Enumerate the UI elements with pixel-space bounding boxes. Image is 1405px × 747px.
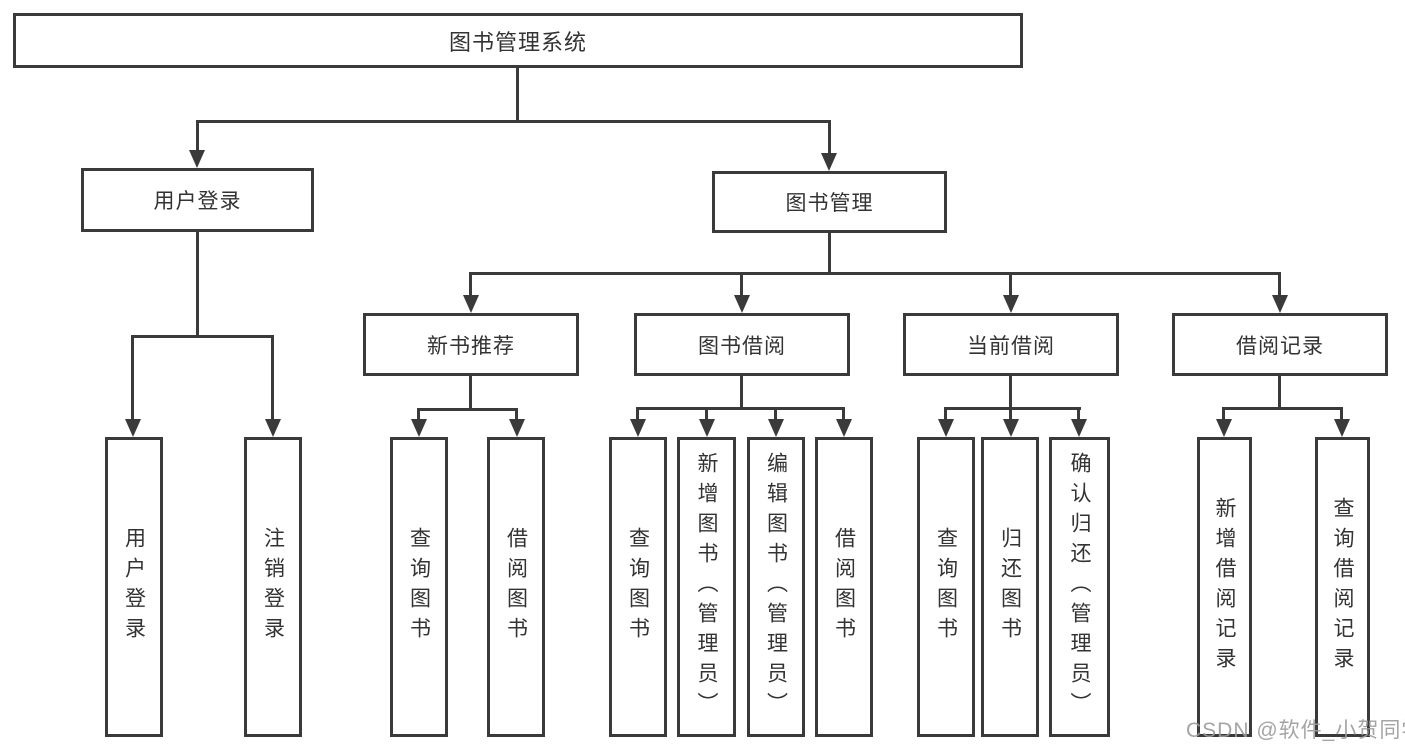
leaf-cb-return-books: 归还图书 — [981, 437, 1039, 737]
connector-vline — [740, 376, 743, 407]
node-label: 新增图书（管理员） — [695, 452, 718, 722]
node-current-borrow: 当前借阅 — [903, 313, 1119, 376]
node-label: 图书管理系统 — [448, 29, 587, 55]
node-label: 查询图书 — [407, 527, 431, 647]
arrow-down-icon — [411, 419, 427, 437]
leaf-nb-borrow-books: 借阅图书 — [487, 437, 545, 737]
leaf-br-add-borrow-record: 新增借阅记录 — [1197, 437, 1252, 737]
node-label: 新书推荐 — [427, 334, 515, 358]
leaf-bb-query-books: 查询图书 — [609, 437, 667, 737]
connector-hline — [636, 407, 845, 410]
leaf-cb-confirm-return-admin: 确认归还（管理员） — [1049, 437, 1110, 737]
connector-vline — [944, 407, 947, 421]
arrow-down-icon — [1071, 419, 1087, 437]
connector-vline — [740, 272, 743, 297]
connector-hline — [469, 272, 1281, 275]
node-label: 查询图书 — [934, 527, 958, 647]
connector-vline — [1077, 407, 1080, 421]
connector-vline — [636, 407, 639, 421]
arrow-down-icon — [1003, 295, 1019, 313]
connector-vline — [516, 68, 519, 120]
arrow-down-icon — [189, 150, 205, 168]
connector-vline — [131, 335, 134, 421]
connector-vline — [1222, 407, 1225, 421]
node-label: 编辑图书（管理员） — [764, 452, 788, 722]
arrow-down-icon — [509, 419, 525, 437]
node-book-management: 图书管理 — [712, 171, 947, 233]
connector-vline — [1009, 407, 1012, 421]
arrow-down-icon — [836, 419, 852, 437]
arrow-down-icon — [768, 419, 784, 437]
node-label: 借阅图书 — [832, 527, 856, 647]
leaf-cb-query-books: 查询图书 — [917, 437, 975, 737]
connector-vline — [1009, 272, 1012, 297]
connector-vline — [469, 272, 472, 297]
node-label: 借阅图书 — [504, 527, 528, 647]
leaf-bb-edit-books-admin: 编辑图书（管理员） — [747, 437, 805, 737]
connector-hline — [944, 407, 1081, 410]
node-label: 借阅记录 — [1236, 334, 1324, 358]
node-label: 当前借阅 — [967, 334, 1055, 358]
node-label: 确认归还（管理员） — [1068, 452, 1091, 722]
node-book-borrow: 图书借阅 — [634, 313, 850, 376]
arrow-down-icon — [463, 295, 479, 313]
arrow-down-icon — [125, 419, 141, 437]
leaf-bb-add-books-admin: 新增图书（管理员） — [677, 437, 736, 737]
node-label: 新增借阅记录 — [1213, 497, 1236, 677]
connector-hline — [417, 408, 518, 411]
connector-vline — [469, 376, 472, 408]
connector-vline — [774, 407, 777, 421]
node-library-management-system: 图书管理系统 — [13, 13, 1023, 68]
node-label: 查询借阅记录 — [1331, 497, 1354, 677]
arrow-down-icon — [630, 419, 646, 437]
connector-vline — [196, 232, 199, 335]
arrow-down-icon — [699, 419, 715, 437]
connector-vline — [828, 120, 831, 153]
connector-hline — [1222, 407, 1343, 410]
connector-hline — [131, 335, 274, 338]
connector-hline — [196, 120, 831, 123]
node-borrow-records: 借阅记录 — [1172, 313, 1388, 376]
arrow-down-icon — [1272, 295, 1288, 313]
arrow-down-icon — [1334, 419, 1350, 437]
arrow-down-icon — [265, 419, 281, 437]
connector-vline — [1009, 376, 1012, 407]
connector-vline — [1278, 376, 1281, 407]
connector-vline — [842, 407, 845, 421]
node-label: 归还图书 — [998, 527, 1022, 647]
node-label: 注销登录 — [261, 527, 285, 647]
connector-vline — [196, 120, 199, 152]
arrow-down-icon — [734, 295, 750, 313]
node-label: 用户登录 — [122, 527, 146, 647]
arrow-down-icon — [938, 419, 954, 437]
arrow-down-icon — [821, 153, 837, 171]
connector-vline — [828, 233, 831, 272]
node-new-book-recommend: 新书推荐 — [363, 313, 579, 376]
node-label: 用户登录 — [153, 190, 242, 213]
node-label: 图书借阅 — [698, 334, 786, 358]
node-label: 图书管理 — [785, 192, 874, 215]
connector-vline — [417, 408, 420, 421]
connector-vline — [705, 407, 708, 421]
node-user-login: 用户登录 — [81, 168, 314, 232]
arrow-down-icon — [1003, 419, 1019, 437]
leaf-bb-borrow-books: 借阅图书 — [815, 437, 873, 737]
connector-vline — [1340, 407, 1343, 421]
leaf-logout: 注销登录 — [244, 437, 302, 737]
connector-vline — [515, 408, 518, 421]
node-label: 查询图书 — [626, 527, 650, 647]
leaf-nb-query-books: 查询图书 — [390, 437, 448, 737]
connector-vline — [1278, 272, 1281, 297]
connector-vline — [271, 335, 274, 421]
leaf-user-login: 用户登录 — [105, 437, 163, 737]
arrow-down-icon — [1216, 419, 1232, 437]
watermark: CSDN @软件_小贺同学 — [1186, 719, 1405, 742]
leaf-br-query-borrow-record: 查询借阅记录 — [1315, 437, 1370, 737]
